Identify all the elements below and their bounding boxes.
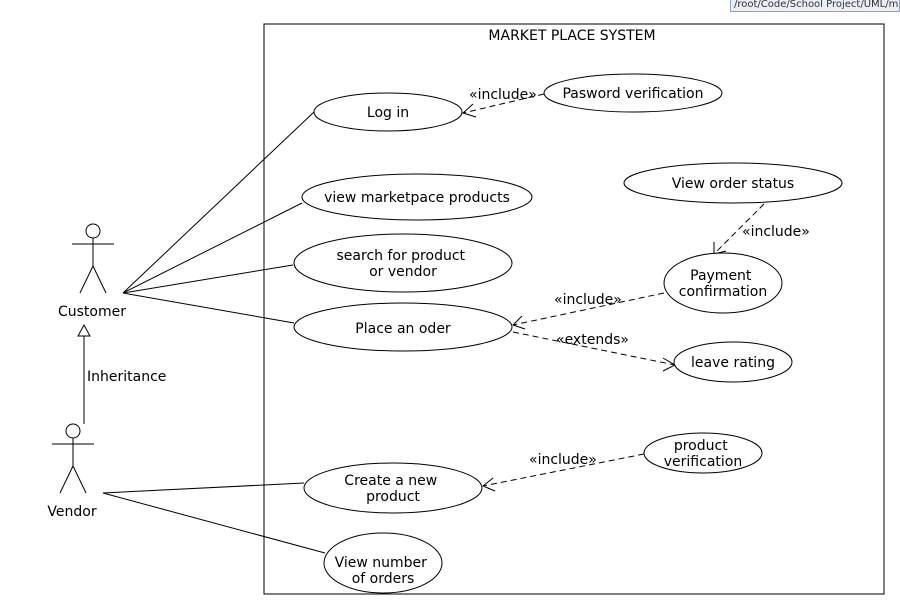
dependency-arrows: [462, 93, 765, 492]
include-place-order-payment: [512, 292, 665, 330]
leave-rating-label: leave rating: [691, 355, 775, 371]
customer-actor[interactable]: [72, 223, 114, 294]
view-orders-use-case[interactable]: [323, 532, 443, 594]
include-create-product-verification: [482, 453, 645, 492]
assoc-customer-place-order: [122, 292, 295, 324]
assoc-vendor-view-orders: [102, 492, 326, 554]
include-label-login: «include»: [469, 87, 537, 103]
create-product-use-case[interactable]: [303, 462, 483, 514]
extends-label-place-order: «extends»: [556, 332, 629, 348]
customer-associations: [122, 111, 315, 324]
create-product-label: Create a new product: [344, 473, 441, 505]
view-order-status-label: View order status: [672, 176, 794, 192]
system-title: MARKET PLACE SYSTEM: [488, 28, 655, 44]
place-order-use-case[interactable]: [293, 302, 513, 352]
leave-rating-use-case[interactable]: [673, 341, 793, 383]
login-label: Log in: [367, 105, 409, 121]
view-products-use-case[interactable]: [301, 173, 533, 221]
vendor-actor-label: Vendor: [47, 504, 96, 520]
include-label-create-product: «include»: [529, 452, 597, 468]
assoc-vendor-create-product: [102, 482, 305, 494]
product-verification-use-case[interactable]: [643, 432, 763, 474]
payment-confirmation-use-case[interactable]: [663, 252, 783, 314]
include-label-order-status: «include»: [742, 224, 810, 240]
assoc-customer-search: [122, 264, 294, 294]
customer-actor-label: Customer: [58, 304, 126, 320]
search-use-case[interactable]: [293, 233, 513, 293]
view-orders-label: View number of orders: [335, 555, 432, 587]
assoc-customer-login: [122, 111, 315, 294]
inheritance-label: Inheritance: [87, 369, 166, 385]
login-use-case[interactable]: [313, 92, 463, 132]
include-label-place-order: «include»: [554, 292, 622, 308]
vendor-associations: [102, 482, 326, 554]
include-login-password: [462, 93, 545, 118]
inheritance-generalization[interactable]: [77, 323, 91, 424]
search-label: search for product or vendor: [337, 248, 470, 280]
view-products-label: view marketpace products: [324, 190, 510, 206]
view-order-status-use-case[interactable]: [623, 162, 843, 204]
assoc-customer-view-products: [122, 202, 303, 294]
password-verification-use-case[interactable]: [543, 73, 723, 113]
payment-confirmation-label: Payment confirmation: [679, 268, 768, 300]
password-verification-label: Pasword verification: [562, 86, 703, 102]
product-verification-label: product verification: [664, 438, 742, 470]
place-order-label: Place an oder: [355, 321, 451, 337]
vendor-actor[interactable]: [52, 423, 94, 494]
system-boundary[interactable]: [263, 23, 885, 595]
